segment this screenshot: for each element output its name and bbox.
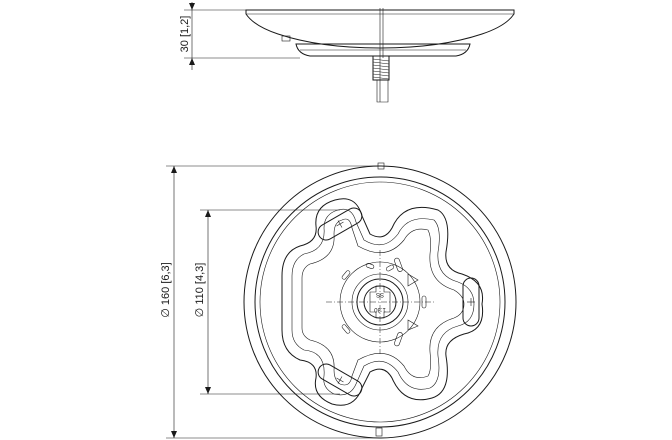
- inner-diameter-dimension: ∅ 110 [4,3]: [194, 209, 340, 395]
- threaded-stud: [372, 55, 390, 103]
- outer-diameter-dimension: ∅ 160 [6,3]: [160, 165, 380, 439]
- height-dimension: 30 [1,2]: [179, 2, 300, 70]
- slot-right: [462, 277, 480, 327]
- side-view: 30 [1,2]: [179, 2, 515, 103]
- side-view-flange: [295, 43, 471, 57]
- outer-diameter-label: ∅ 160 [6,3]: [160, 262, 172, 317]
- slot-upper: [317, 207, 363, 241]
- hub-marking-bottom: 1:30: [374, 306, 386, 312]
- clamp-frame-outer: [281, 198, 484, 406]
- slot-lower: [317, 363, 363, 397]
- height-dimension-label: 30 [1,2]: [179, 16, 191, 53]
- inner-rim: [254, 176, 506, 428]
- inner-diameter-label: ∅ 110 [4,3]: [194, 263, 206, 318]
- top-view: SS 1:30 ∅ 160 [6,3] ∅ 110 [4,3]: [160, 162, 517, 439]
